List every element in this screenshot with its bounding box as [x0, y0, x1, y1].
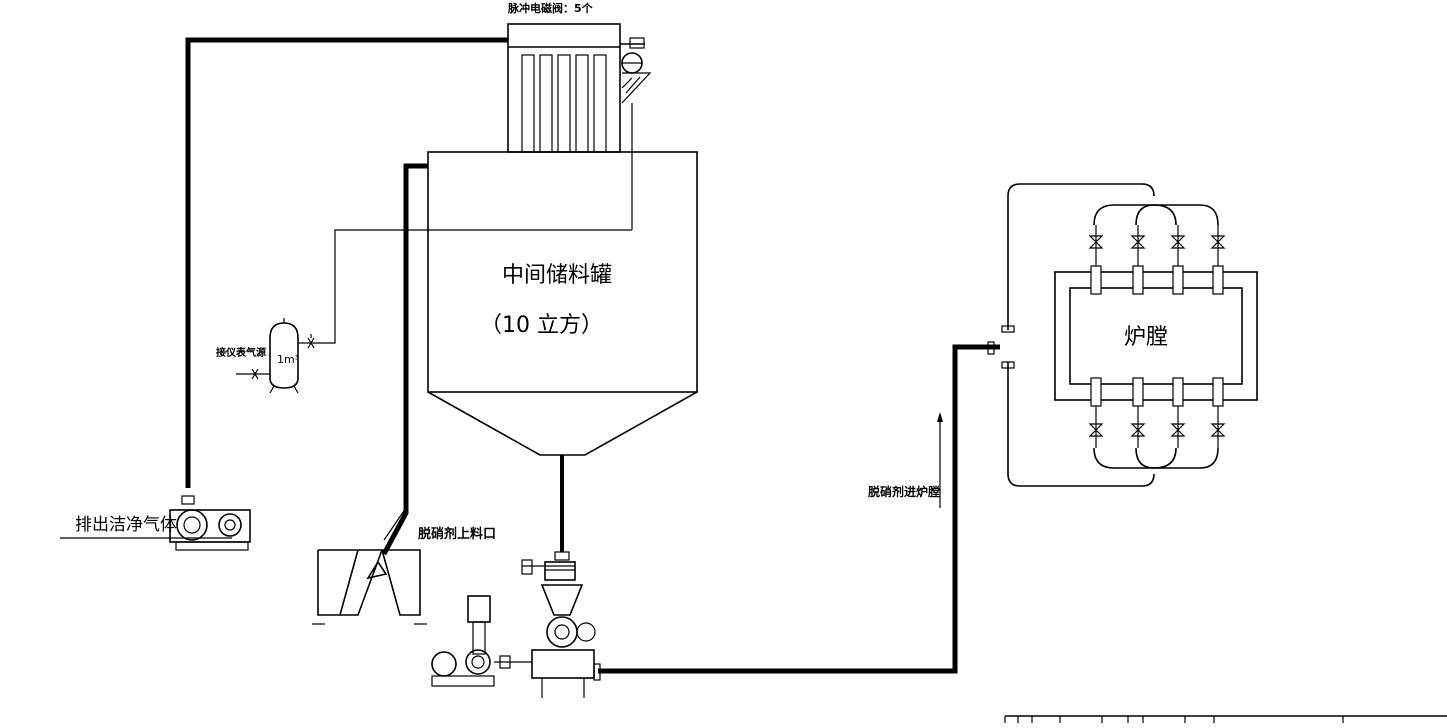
filter-bag — [575, 54, 589, 153]
filter-bag — [521, 54, 535, 153]
title-block — [1004, 715, 1447, 723]
motor-icon — [431, 651, 457, 677]
receiver-volume: 1m³ — [277, 353, 299, 366]
air-receiver — [269, 322, 299, 389]
pulse-valves-label: 脉冲电磁阀：5个 — [507, 1, 594, 15]
furnace-label: 炉膛 — [1124, 325, 1168, 350]
lower-lances — [1088, 377, 1226, 448]
air-supply: 1m³ 接仪表气源 — [216, 229, 632, 394]
loading-port-label: 脱硝剂上料口 — [418, 526, 496, 542]
hopper-frame — [317, 549, 421, 616]
silencer — [467, 595, 491, 623]
rotary-feeder — [521, 551, 601, 698]
furnace-feed-pipe — [598, 344, 1000, 674]
filter-bag — [539, 54, 553, 153]
conveying-blower — [431, 595, 532, 687]
loading-pipe — [381, 163, 428, 556]
furnace-wall-outer — [1054, 271, 1258, 401]
distribution-loop-bottom — [1007, 362, 1155, 487]
feeder-valve — [544, 561, 576, 581]
ejector-body — [531, 649, 595, 679]
rotary-valve-icon — [546, 616, 578, 648]
pulse-filter: 脉冲电磁阀：5个 — [507, 1, 652, 230]
gate-valve-icon — [1088, 423, 1104, 437]
gate-valve-icon — [251, 368, 259, 380]
roots-blower-icon — [465, 649, 491, 675]
gate-valve-icon — [307, 337, 315, 349]
to-furnace-label: 脱硝剂进炉膛 — [868, 484, 940, 499]
tank-volume: （10 立方） — [480, 313, 603, 338]
loading-hopper: 脱硝剂上料口 — [312, 504, 496, 625]
filter-bag — [557, 54, 571, 153]
tank-body — [427, 151, 698, 393]
gate-valve-icon — [1170, 235, 1186, 249]
gate-valve-icon — [1088, 235, 1104, 249]
conveying-pipelines — [185, 37, 1000, 674]
tank-name: 中间储料罐 — [502, 263, 612, 288]
storage-tank: 中间储料罐 （10 立方） — [427, 151, 698, 456]
feeder-hopper — [540, 584, 584, 616]
filter-housing — [507, 23, 621, 153]
gate-valve-icon — [1130, 423, 1146, 437]
flow-arrow-icon — [366, 560, 388, 580]
exhaust-blower: 排出洁净气体 — [60, 495, 251, 551]
exhaust-label: 排出洁净气体 — [75, 515, 177, 535]
roots-blower-icon — [176, 509, 208, 541]
furnace-wall-inner — [1069, 287, 1243, 385]
air-source-label: 接仪表气源 — [216, 346, 266, 359]
furnace: 炉膛 — [868, 183, 1258, 508]
upper-lances — [1088, 225, 1226, 295]
tank-cone — [427, 391, 698, 456]
gate-valve-icon — [1210, 423, 1226, 437]
gate-valve-icon — [1130, 235, 1146, 249]
gate-valve-icon — [1210, 235, 1226, 249]
distribution-loop-top — [1007, 183, 1155, 330]
motor-icon — [218, 513, 242, 537]
exhaust-pipe — [185, 37, 508, 488]
gate-valve-icon — [1170, 423, 1186, 437]
filter-bag — [593, 54, 607, 153]
